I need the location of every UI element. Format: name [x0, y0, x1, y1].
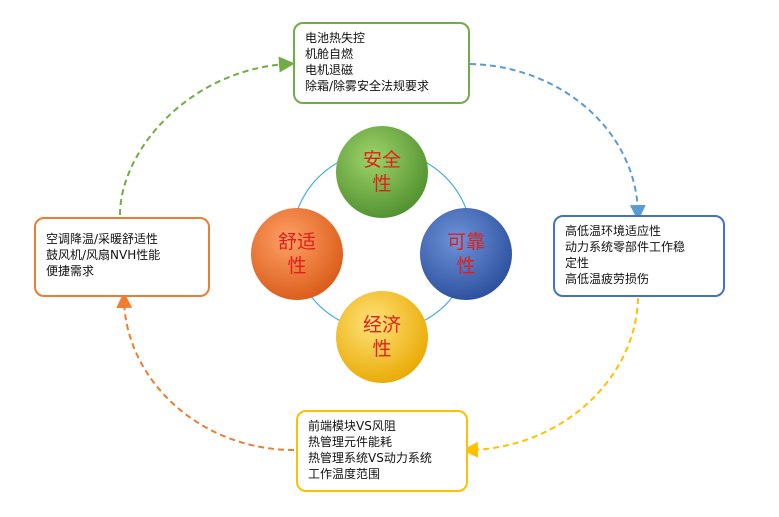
arrow-right-to-bottom: [462, 297, 639, 458]
comfort-details-box: 空调降温/采暖舒适性 鼓风机/风扇NVH性能 便捷需求: [34, 217, 210, 297]
economy-details-box: 前端模块VS风阻 热管理元件能耗 热管理系统VS动力系统 工作温度范围: [296, 410, 468, 492]
arrow-left-to-top: [119, 56, 295, 216]
arrow-top-to-right: [469, 63, 646, 221]
box-line: 高低温疲劳损伤: [565, 272, 650, 286]
comfort-circle: [251, 208, 343, 300]
economy-circle: [336, 291, 428, 383]
safety-details-box: 电池热失控 机舱自燃 电机退磁 除霜/除雾安全法规要求: [293, 22, 470, 104]
box-line: 热管理元件能耗: [308, 435, 393, 449]
reliability-details-box: 高低温环境适应性 动力系统零部件工作稳 定性 高低温疲劳损伤: [553, 215, 725, 297]
comfort-label: 舒适性: [277, 231, 316, 277]
box-line: 前端模块VS风阻: [308, 419, 396, 433]
box-line: 机舱自燃: [305, 47, 354, 61]
safety-label: 安全性: [362, 149, 401, 195]
reliability-label: 可靠性: [446, 231, 485, 277]
box-line: 便捷需求: [46, 264, 95, 278]
box-line: 定性: [565, 256, 590, 270]
box-line: 工作温度范围: [308, 467, 381, 481]
safety-circle: [336, 126, 428, 218]
box-line: 空调降温/采暖舒适性: [46, 232, 159, 246]
box-line: 电池热失控: [305, 31, 366, 45]
economy-label: 经济性: [362, 314, 401, 360]
box-line: 热管理系统VS动力系统: [308, 451, 432, 465]
box-line: 电机退磁: [305, 63, 354, 77]
box-line: 高低温环境适应性: [565, 224, 662, 238]
box-line: 除霜/除雾安全法规要求: [305, 79, 430, 93]
reliability-circle: [420, 208, 512, 300]
box-line: 鼓风机/风扇NVH性能: [46, 248, 161, 262]
arrow-bottom-to-left: [116, 292, 295, 451]
box-line: 动力系统零部件工作稳: [565, 240, 686, 254]
